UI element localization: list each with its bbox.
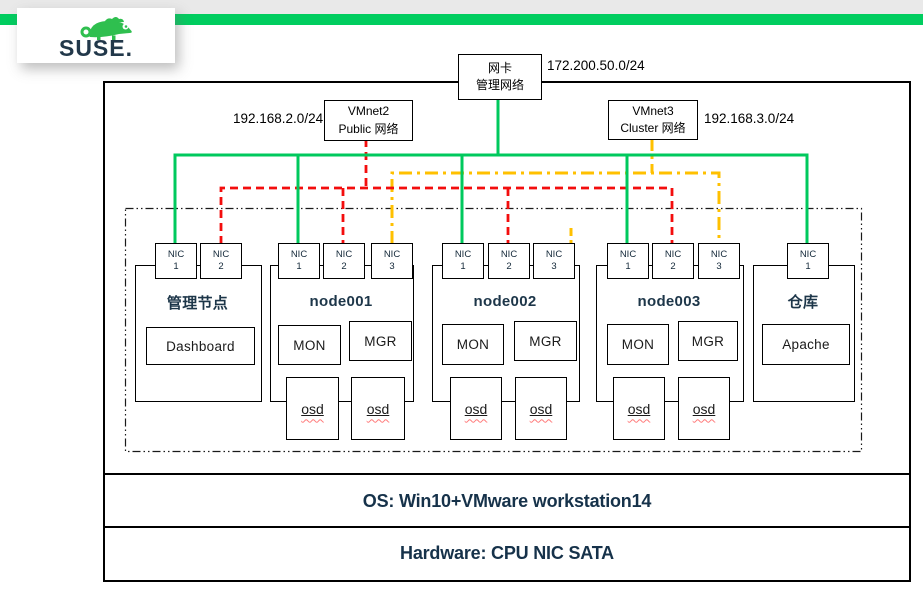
public-network-links: [219, 139, 674, 244]
node002-mgr-box: MGR: [514, 321, 577, 361]
node003-mon-box: MON: [607, 324, 669, 365]
node001-mgr-box: MGR: [349, 321, 412, 361]
node-title-node001: node001: [309, 293, 373, 310]
mgmt-network-label-line1: 网卡: [487, 60, 512, 75]
mgmt-network-box: 网卡 管理网络: [458, 54, 542, 100]
suse-chameleon-icon: [80, 17, 132, 40]
node003-mgr-box: MGR: [678, 321, 738, 361]
node001-mon-box: MON: [278, 325, 341, 365]
top-green-bar: [0, 14, 923, 25]
node003-osd2-box: osd: [678, 377, 730, 440]
mgmt-subnet-label: 172.200.50.0/24: [547, 58, 645, 73]
cluster-subnet-label: 192.168.3.0/24: [704, 111, 795, 126]
node-title-node002: node002: [473, 293, 537, 310]
mgmt-dashboard-box: Dashboard: [146, 327, 255, 365]
public-network-label-line2: Public 网络: [338, 121, 399, 136]
os-band-divider: [103, 473, 911, 475]
cluster-network-links: [390, 138, 721, 244]
node003-osd1-box: osd: [613, 377, 665, 440]
node001-osd2-box: osd: [351, 377, 405, 440]
vm-group-dashed-border: [124, 207, 863, 453]
public-subnet-label: 192.168.2.0/24: [233, 111, 324, 126]
public-network-box: VMnet2 Public 网络: [324, 100, 413, 141]
node-title-node003: node003: [637, 293, 701, 310]
node-title-mgmt: 管理节点: [166, 295, 229, 312]
hardware-band-divider: [103, 526, 911, 528]
node002-osd2-box: osd: [515, 377, 567, 440]
hardware-label: Hardware: CPU NIC SATA: [400, 543, 614, 563]
public-network-label-line1: VMnet2: [347, 104, 390, 119]
node002-mon-box: MON: [442, 324, 504, 365]
suse-wordmark: SUSE.: [58, 35, 134, 61]
node-title-repo: 仓库: [787, 294, 819, 311]
suse-logo: SUSE.: [17, 8, 175, 63]
node001-osd1-box: osd: [286, 377, 339, 440]
repo-apache-box: Apache: [762, 324, 850, 365]
mgmt-network-links: [173, 98, 809, 244]
os-label: OS: Win10+VMware workstation14: [362, 491, 652, 511]
node002-osd1-box: osd: [450, 377, 502, 440]
mgmt-network-label-line2: 管理网络: [475, 78, 524, 92]
cluster-network-label-line1: VMnet3: [632, 103, 674, 118]
cluster-network-box: VMnet3 Cluster 网络: [608, 100, 698, 140]
cluster-network-label-line2: Cluster 网络: [620, 121, 686, 135]
top-gray-strip: [0, 0, 923, 14]
